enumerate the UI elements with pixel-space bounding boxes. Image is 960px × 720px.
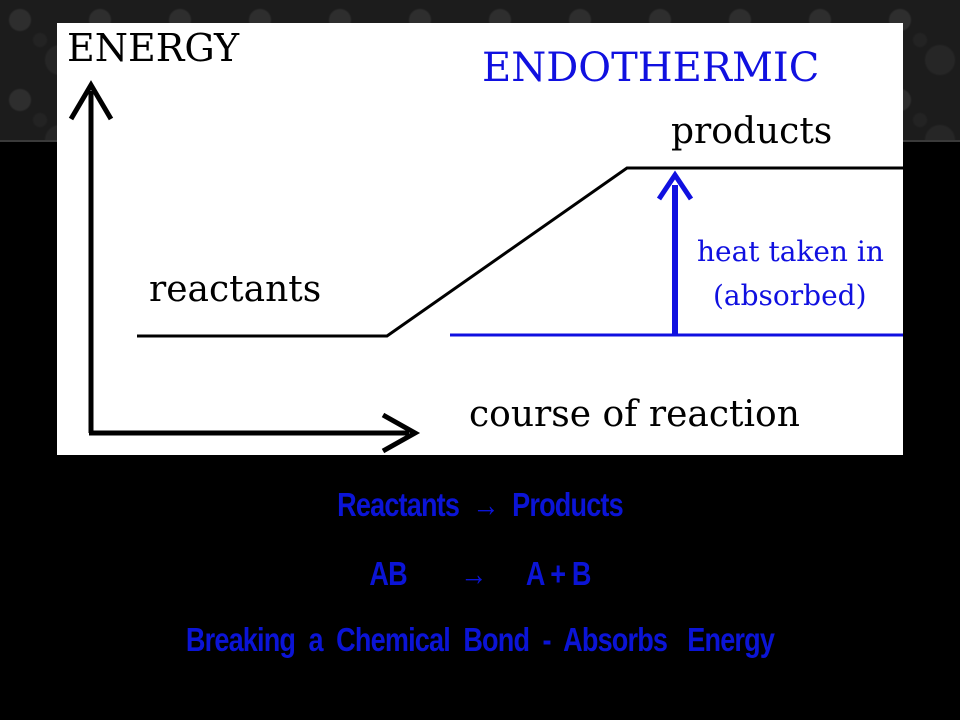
heat-arrow-head — [656, 170, 694, 201]
energy-diagram: ENERGY ENDOTHERMIC products reactants he… — [57, 23, 903, 455]
diagram-title: ENDOTHERMIC — [482, 45, 819, 91]
reactants-label: reactants — [149, 269, 321, 310]
caption-reaction: Reactants → Products — [337, 486, 624, 523]
energy-diagram-svg: ENERGY ENDOTHERMIC products reactants he… — [67, 26, 903, 454]
caption-equation: AB → A + B — [369, 555, 591, 592]
x-axis-arrowhead — [381, 412, 421, 454]
products-label: products — [671, 111, 832, 152]
y-axis-label: ENERGY — [67, 26, 240, 70]
y-axis-arrowhead — [68, 80, 114, 121]
energy-profile-line — [137, 166, 903, 338]
caption-summary: Breaking a Chemical Bond - Absorbs Energ… — [185, 621, 775, 658]
x-axis-label: course of reaction — [469, 394, 800, 435]
heat-label-line2: (absorbed) — [713, 279, 867, 312]
heat-label-line1: heat taken in — [697, 235, 884, 268]
